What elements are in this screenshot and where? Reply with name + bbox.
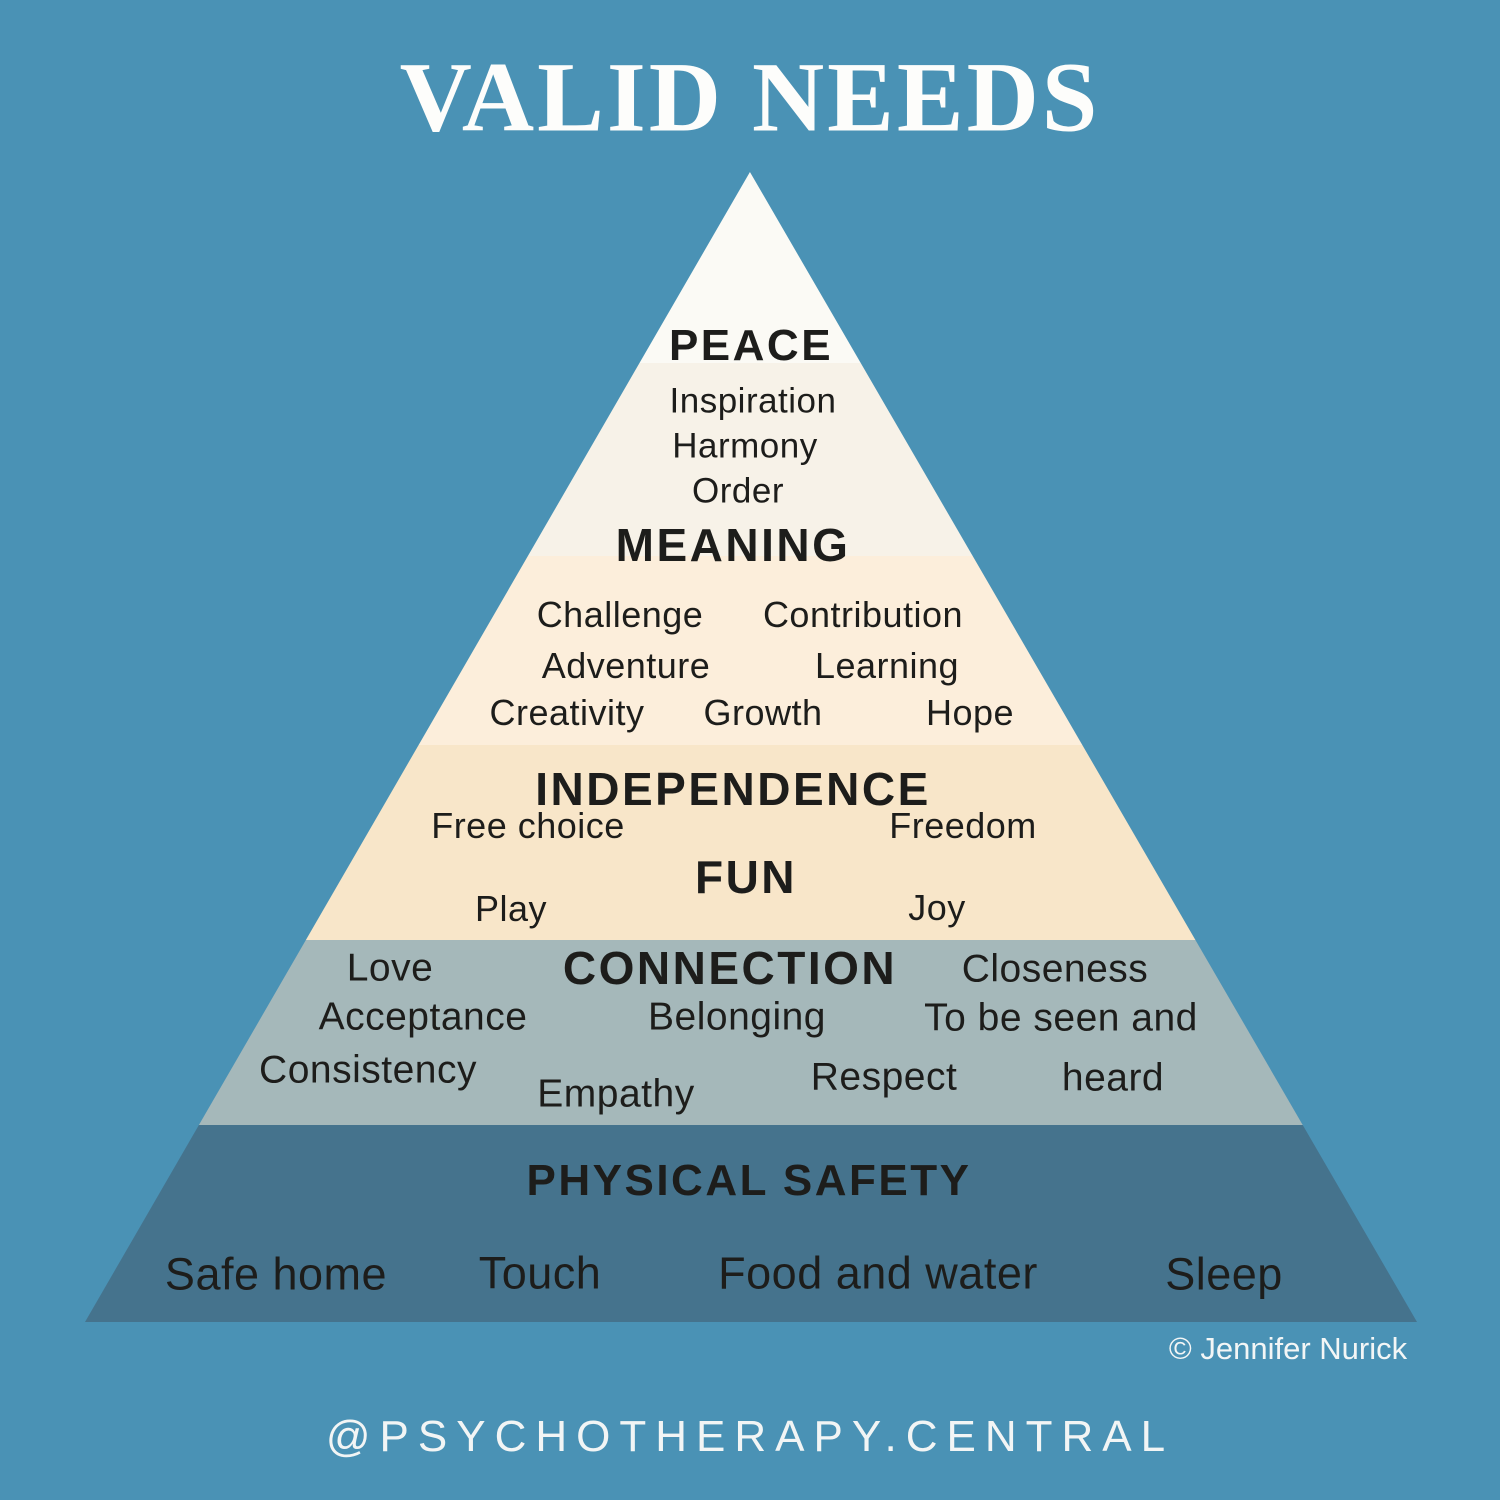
page-title: VALID NEEDS [399,41,1101,153]
band-physical-safety [85,1125,1417,1322]
band-meaning [85,556,1417,745]
band-independence-fun [85,745,1417,940]
needs-pyramid [85,172,1417,1322]
band-peace-lower [85,363,1417,556]
band-connection [85,940,1417,1125]
band-peace-upper [85,172,1417,363]
author-credit: © Jennifer Nurick [1168,1331,1408,1366]
social-handle: @PSYCHOTHERAPY.CENTRAL [325,1412,1175,1461]
